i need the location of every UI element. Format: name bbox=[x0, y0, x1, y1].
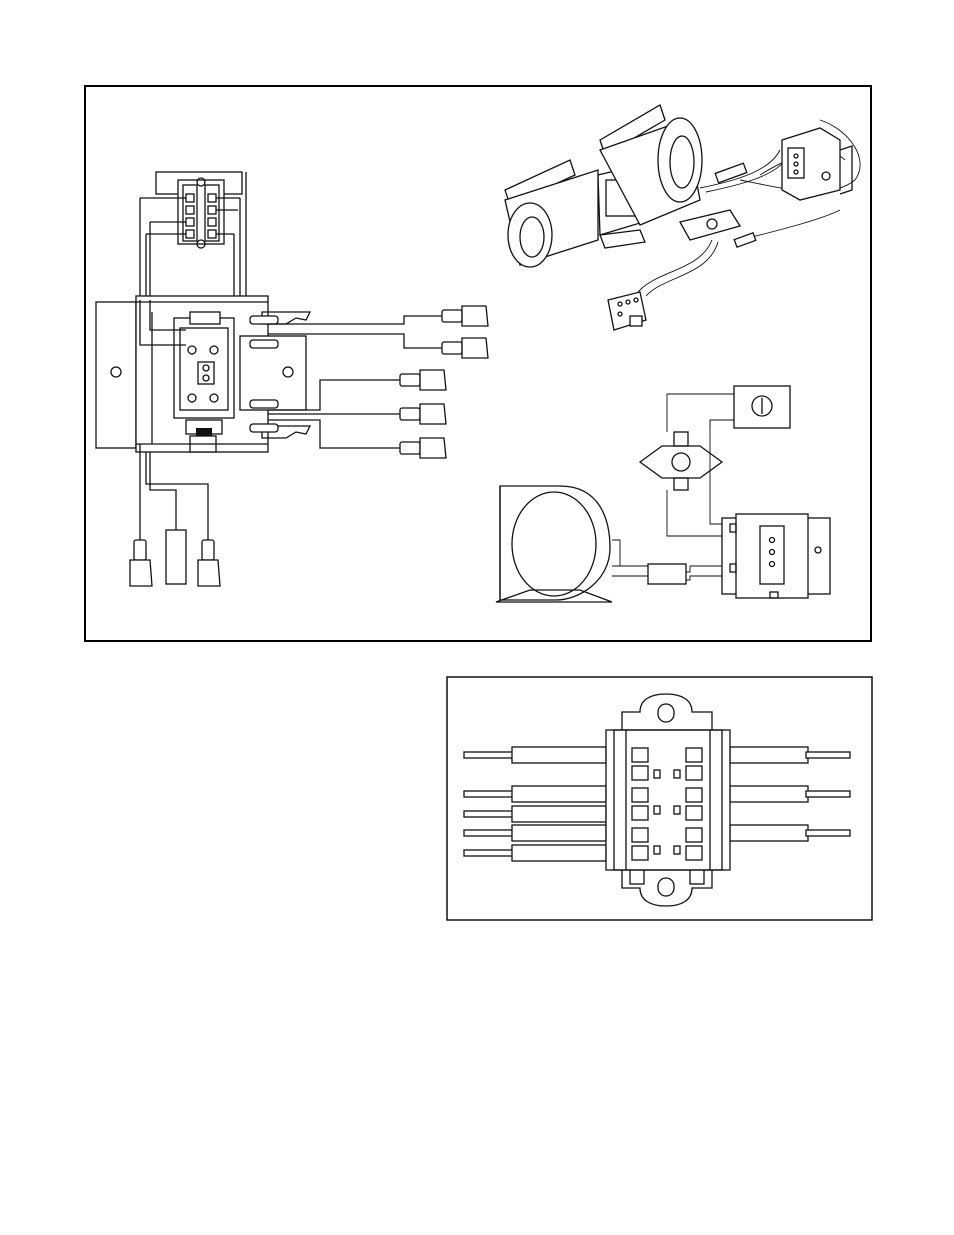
terminal-right-5 bbox=[400, 438, 446, 458]
terminal-bottom-1 bbox=[130, 540, 152, 586]
terminal-right-3 bbox=[400, 370, 446, 390]
left-wire-bundle bbox=[464, 747, 606, 861]
right-wire-bundle bbox=[730, 747, 850, 841]
capacitor-lead bbox=[166, 530, 186, 584]
relay-box-wiring bbox=[96, 172, 488, 586]
terminal-right-4 bbox=[400, 404, 446, 424]
wiring-connector-block bbox=[464, 694, 850, 906]
top-connector-block bbox=[140, 172, 242, 248]
terminal-right-1 bbox=[442, 306, 488, 326]
blower-schematic bbox=[496, 386, 830, 602]
terminal-bottom-2 bbox=[198, 540, 220, 586]
blower-assembly-iso bbox=[505, 105, 860, 330]
terminal-right-2 bbox=[442, 338, 488, 358]
